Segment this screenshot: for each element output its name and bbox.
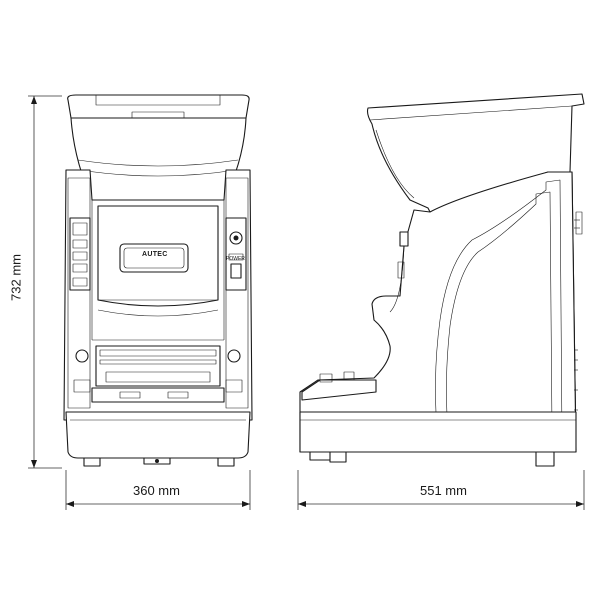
depth-dimension-label: 551 mm [420, 483, 467, 498]
height-dimension-label: 732 mm [8, 254, 24, 301]
side-view [299, 93, 585, 467]
front-view [63, 94, 253, 467]
height-dimension-line [28, 95, 62, 469]
brand-logo: AUTEC [142, 251, 168, 258]
width-dimension-line [65, 470, 251, 510]
power-label: POWER [226, 256, 245, 262]
width-dimension-label: 360 mm [133, 483, 180, 498]
depth-dimension-line [297, 470, 585, 510]
